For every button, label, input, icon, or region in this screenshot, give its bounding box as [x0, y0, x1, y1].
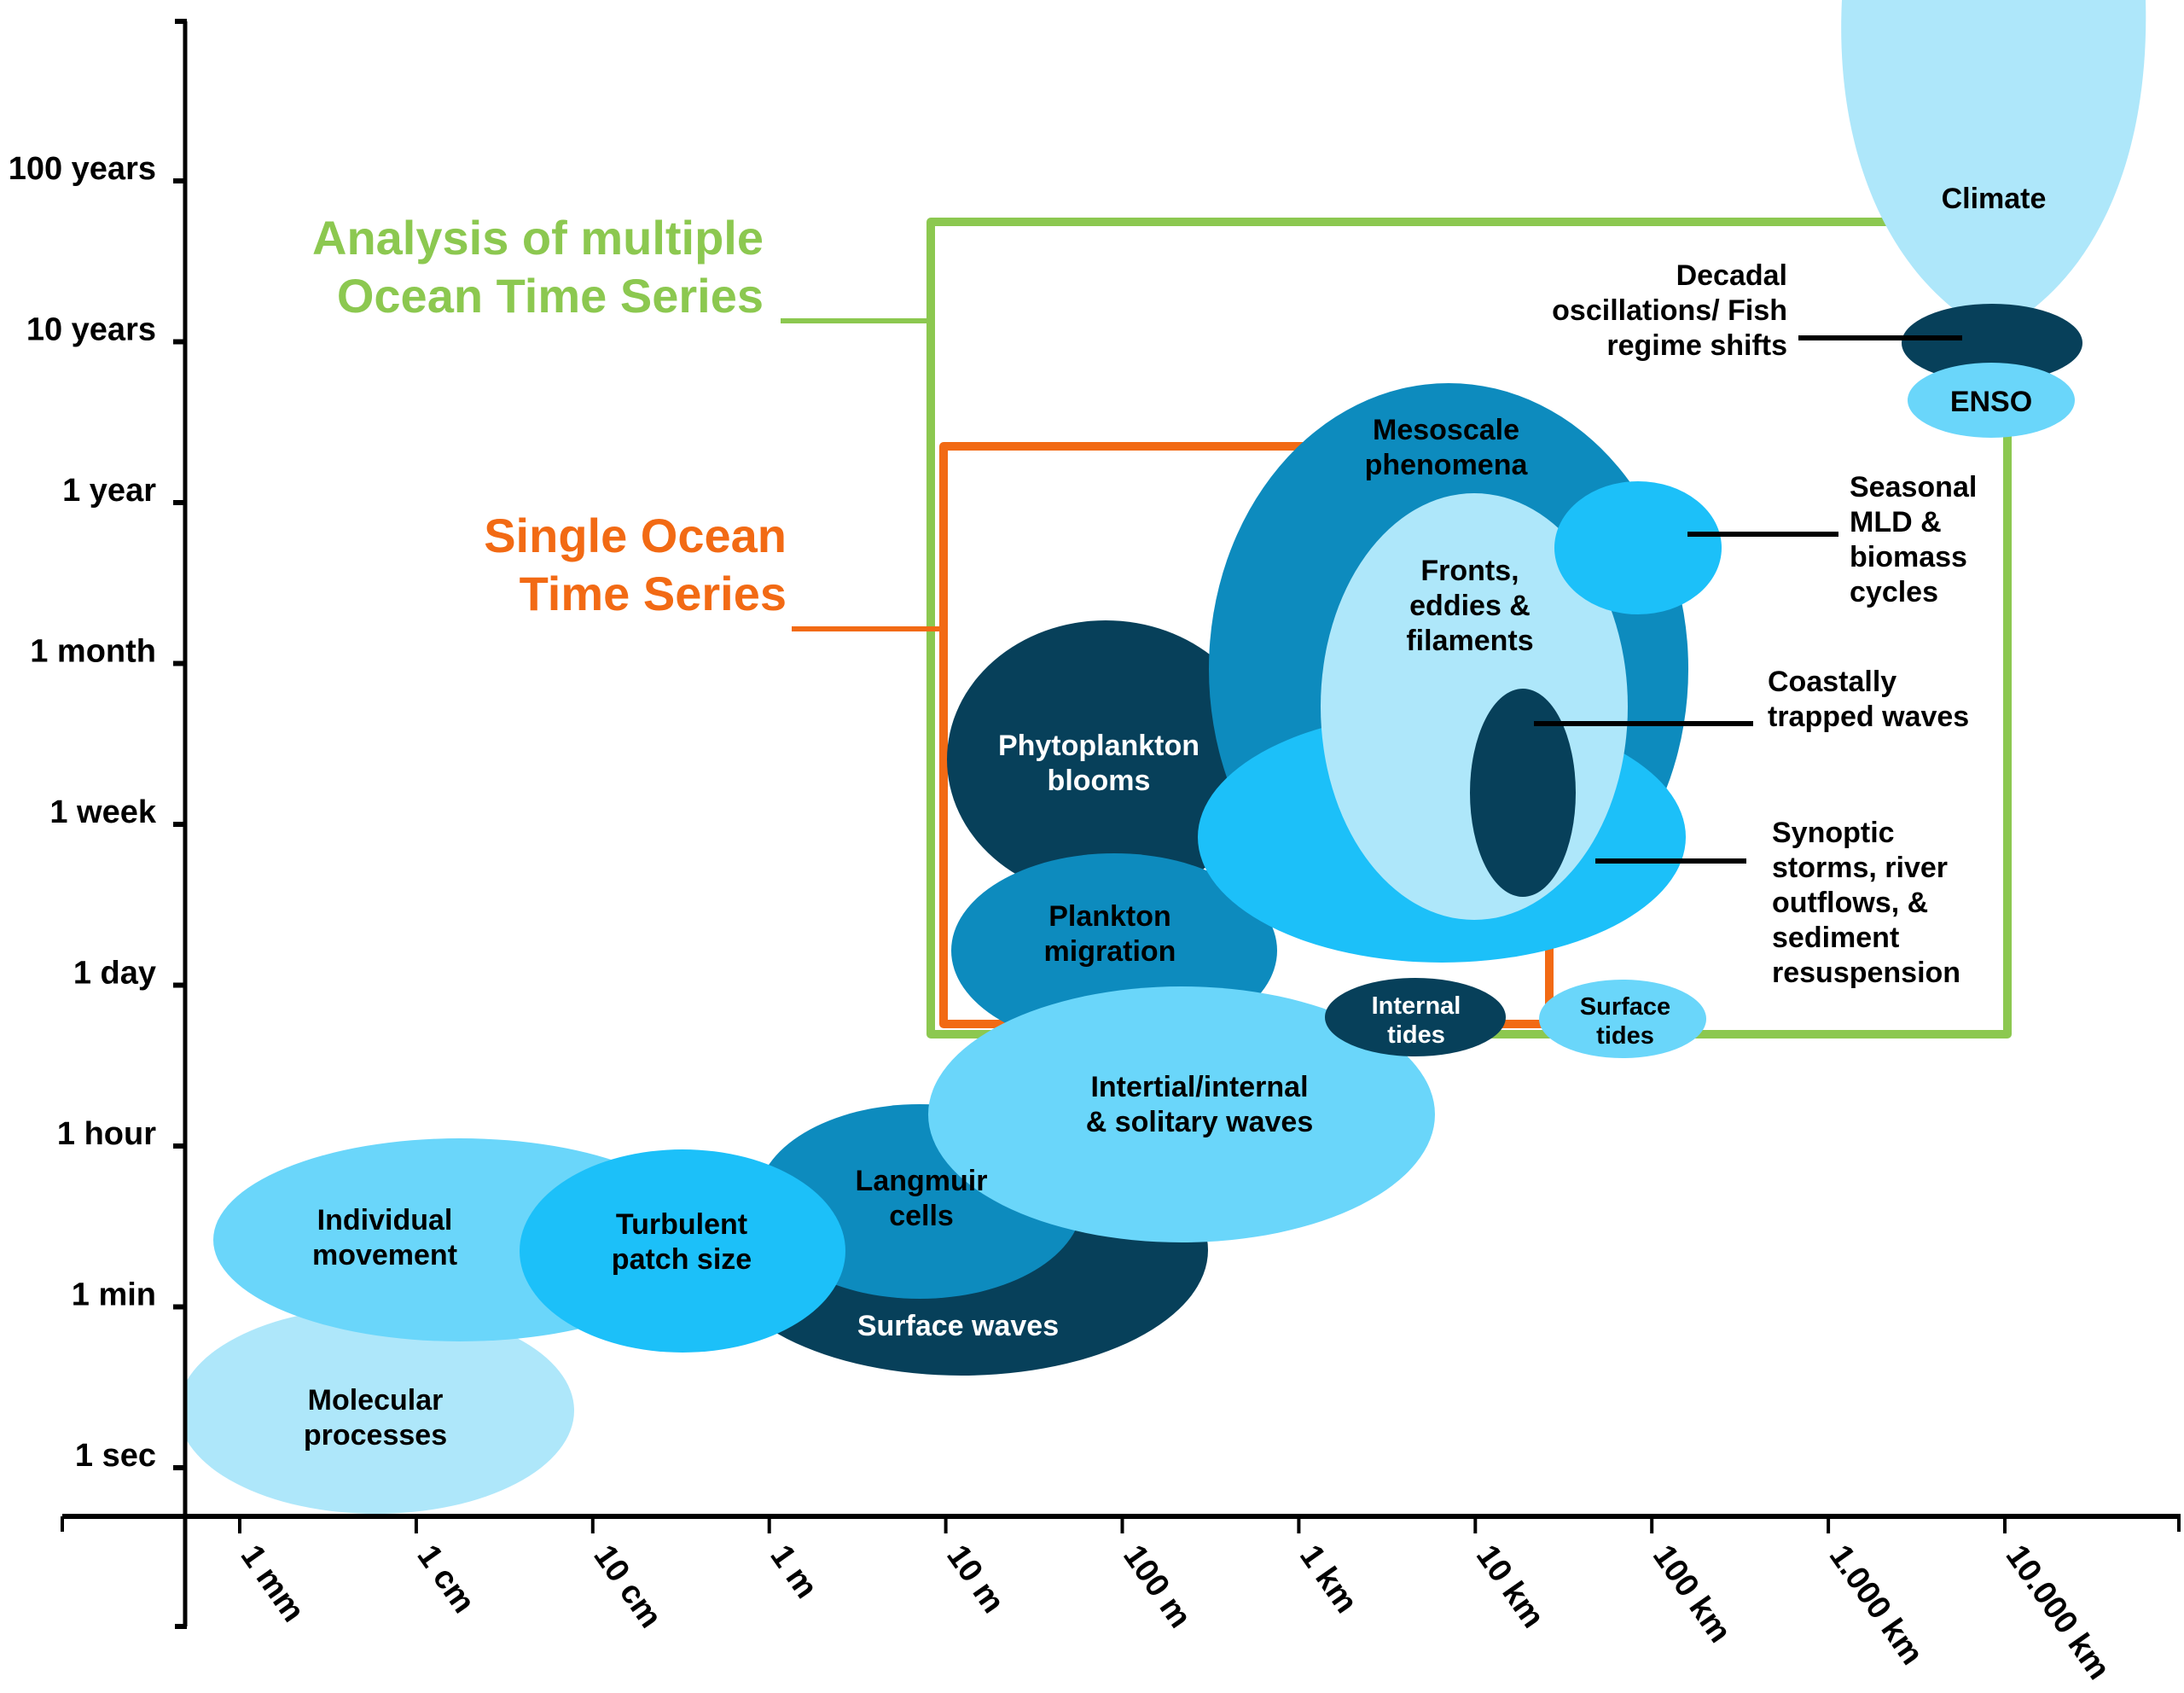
- label-synoptic: outflows, &: [1772, 887, 1928, 919]
- label-internal-tides: Internal: [1372, 992, 1461, 1020]
- shape-enso: [1908, 363, 2075, 438]
- bracket-label-single: Single Ocean: [484, 509, 787, 562]
- y-tick-label: 1 min: [72, 1277, 156, 1313]
- label-surface-tides: Surface: [1580, 993, 1670, 1021]
- y-tick-label: 1 week: [49, 794, 157, 830]
- label-seasonal: MLD &: [1850, 506, 1942, 538]
- label-fronts: filaments: [1406, 625, 1533, 657]
- label-turbulent: Turbulent: [616, 1208, 747, 1241]
- x-tick-label: 100 m: [1116, 1539, 1198, 1634]
- label-phyto: Phytoplankton: [998, 730, 1199, 762]
- x-tick-label: 10 cm: [586, 1539, 668, 1634]
- shape-turbulent: [520, 1149, 845, 1353]
- label-turbulent: patch size: [612, 1243, 752, 1276]
- label-synoptic: sediment: [1772, 922, 1899, 954]
- label-fronts: Fronts,: [1420, 555, 1519, 587]
- bracket-label-multiple: Analysis of multiple: [312, 211, 764, 265]
- shape-coastal: [1470, 689, 1576, 897]
- label-synoptic: Synoptic: [1772, 817, 1895, 849]
- shape-climate: [1841, 0, 2146, 335]
- label-seasonal: cycles: [1850, 576, 1938, 608]
- label-enso: ENSO: [1950, 386, 2032, 418]
- label-plankton: Plankton: [1048, 900, 1171, 933]
- label-langmuir: cells: [889, 1200, 954, 1232]
- y-tick-label: 100 years: [9, 151, 156, 187]
- x-tick-label: 1.000 km: [1822, 1539, 1931, 1672]
- label-plankton: migration: [1044, 935, 1176, 968]
- bracket-label-single: Time Series: [520, 567, 787, 620]
- label-coastal: trapped waves: [1768, 701, 1969, 733]
- phenomena-shapes: [185, 0, 2146, 1514]
- shape-phyto: [947, 620, 1264, 899]
- label-individual: Individual: [317, 1204, 453, 1236]
- label-inertial: Intertial/internal: [1090, 1071, 1308, 1103]
- label-mesoscale: phenomena: [1365, 449, 1529, 481]
- label-mesoscale: Mesoscale: [1373, 414, 1519, 446]
- label-seasonal: Seasonal: [1850, 471, 1977, 503]
- label-internal-tides: tides: [1387, 1021, 1445, 1049]
- label-inertial: & solitary waves: [1086, 1106, 1313, 1138]
- x-tick-label: 10 km: [1469, 1539, 1551, 1634]
- label-decadal: Decadal: [1676, 259, 1787, 292]
- shape-seasonal: [1554, 481, 1722, 614]
- label-decadal: oscillations/ Fish: [1552, 294, 1787, 327]
- y-tick-label: 10 years: [26, 312, 156, 348]
- label-synoptic: resuspension: [1772, 957, 1960, 989]
- y-tick-label: 1 month: [30, 634, 156, 670]
- shape-surface-tides: [1539, 980, 1706, 1058]
- label-synoptic: storms, river: [1772, 852, 1948, 884]
- label-seasonal: biomass: [1850, 541, 1967, 573]
- y-tick-label: 1 sec: [75, 1438, 156, 1474]
- label-surface-tides: tides: [1596, 1022, 1654, 1050]
- label-climate: Climate: [1942, 183, 2047, 215]
- label-decadal: regime shifts: [1606, 329, 1787, 362]
- shape-internal-tides: [1325, 978, 1506, 1056]
- x-tick-label: 10 m: [939, 1539, 1011, 1620]
- y-tick-label: 1 year: [62, 473, 156, 509]
- label-phyto: blooms: [1048, 765, 1151, 797]
- label-molecular: processes: [304, 1419, 447, 1452]
- shape-decadal: [1902, 304, 2082, 382]
- label-molecular: Molecular: [308, 1384, 444, 1417]
- label-fronts: eddies &: [1409, 590, 1531, 622]
- label-surface-waves: Surface waves: [857, 1310, 1059, 1342]
- shape-molecular: [185, 1307, 574, 1514]
- x-tick-label: 10.000 km: [1999, 1539, 2117, 1686]
- x-tick-label: 1 km: [1292, 1539, 1364, 1620]
- label-individual: movement: [312, 1239, 457, 1271]
- y-tick-label: 1 hour: [57, 1116, 156, 1152]
- x-tick-label: 1 mm: [234, 1539, 311, 1628]
- y-tick-label: 1 day: [73, 956, 156, 992]
- x-tick-label: 1 m: [763, 1539, 824, 1605]
- bracket-label-multiple: Ocean Time Series: [337, 269, 764, 323]
- label-coastal: Coastally: [1768, 666, 1896, 698]
- shape-inertial: [928, 986, 1435, 1242]
- x-tick-label: 1 cm: [410, 1539, 482, 1620]
- label-langmuir: Langmuir: [856, 1165, 988, 1197]
- x-tick-label: 100 km: [1646, 1539, 1738, 1649]
- callout-lines: [1534, 335, 1962, 864]
